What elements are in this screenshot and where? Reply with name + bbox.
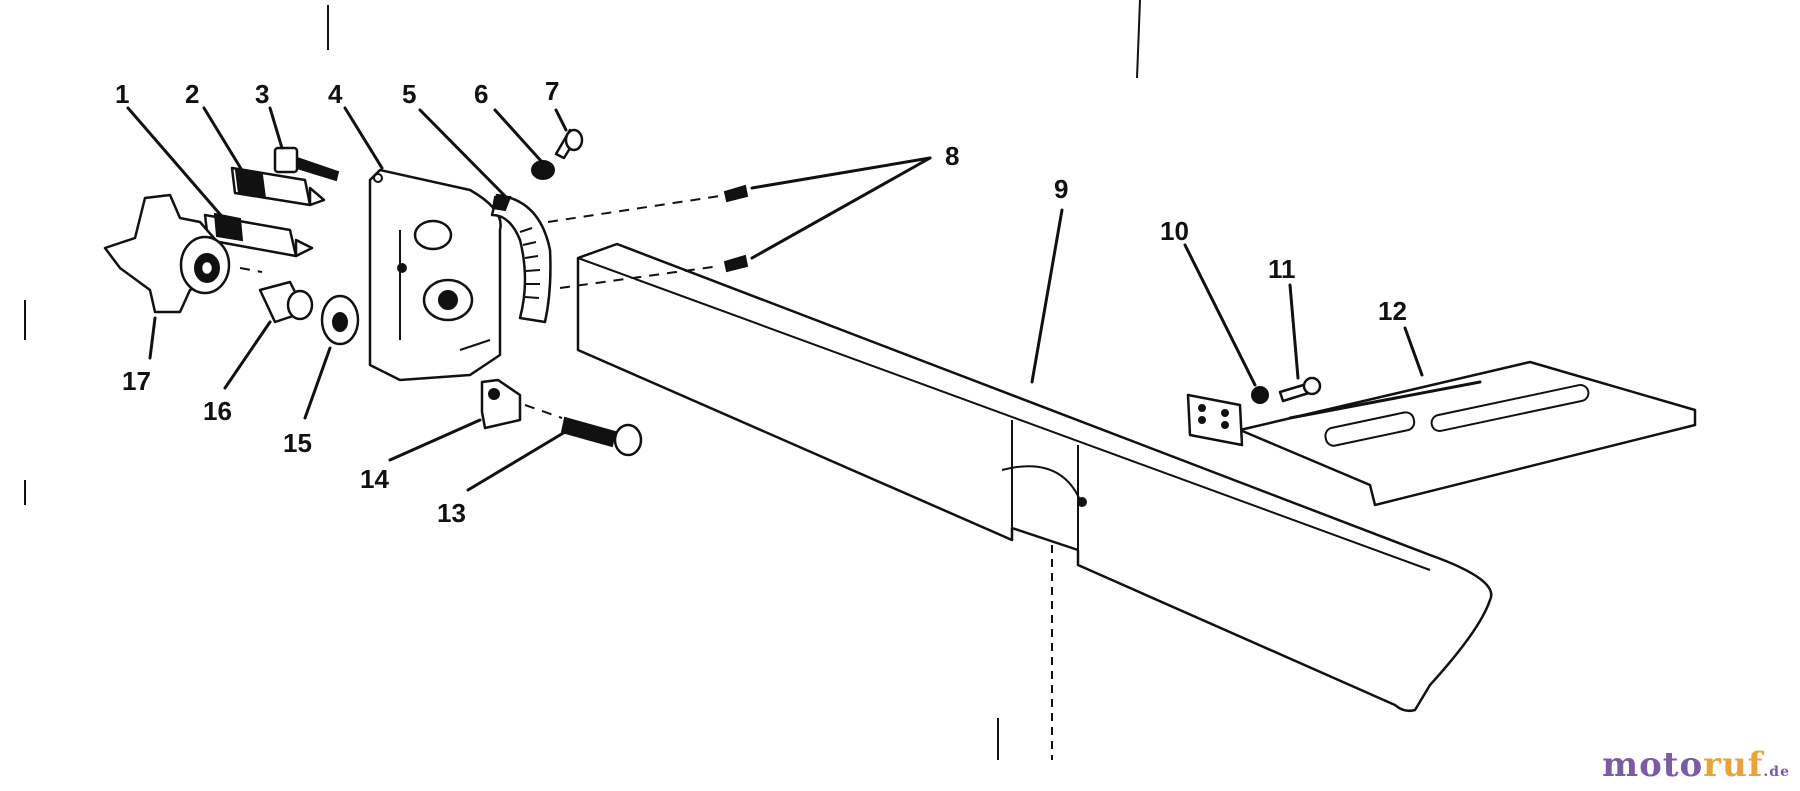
callout-13: 13 [437, 498, 466, 528]
callout-5: 5 [402, 79, 416, 109]
alignment-lines [239, 195, 721, 419]
part-10-bracket [1186, 386, 1269, 447]
part-9-fence-body [576, 242, 1493, 713]
leader-lines [126, 106, 1424, 492]
part-17-lock-knob [103, 193, 231, 314]
part-15-washer [320, 294, 360, 346]
callout-12: 12 [1378, 296, 1407, 326]
part-6-nut [531, 160, 555, 180]
part-8-set-screws [723, 184, 749, 273]
callout-9: 9 [1054, 174, 1068, 204]
callout-3: 3 [255, 79, 269, 109]
part-7-screw [554, 128, 584, 160]
callout-labels: 1 2 3 4 5 6 7 8 9 10 11 12 13 14 15 16 1… [115, 76, 1407, 528]
callout-4: 4 [328, 79, 343, 109]
callout-6: 6 [474, 79, 488, 109]
callout-14: 14 [360, 464, 389, 494]
watermark-part2: ruf [1703, 745, 1764, 785]
part-5-scale [490, 193, 552, 324]
callout-1: 1 [115, 79, 129, 109]
part-11-screw [1278, 376, 1322, 403]
watermark-suffix: .de [1763, 764, 1790, 780]
watermark-logo: motoruf.de [1602, 745, 1790, 785]
callout-17: 17 [122, 366, 151, 396]
callout-10: 10 [1160, 216, 1189, 246]
scan-marks [24, 0, 1141, 760]
watermark-part1: moto [1602, 745, 1704, 785]
callout-15: 15 [283, 428, 312, 458]
part-14-clip [480, 378, 522, 430]
callout-7: 7 [545, 76, 559, 106]
part-13-bolt [560, 416, 643, 457]
part-16-bushing [258, 280, 314, 324]
callout-2: 2 [185, 79, 199, 109]
part-2-threaded-rod [230, 166, 326, 207]
part-12-base-plate [1238, 360, 1697, 507]
callout-16: 16 [203, 396, 232, 426]
callout-8: 8 [945, 141, 959, 171]
callout-11: 11 [1268, 254, 1296, 284]
part-3-bolt [273, 146, 340, 182]
part-4-fence-head [368, 168, 502, 382]
